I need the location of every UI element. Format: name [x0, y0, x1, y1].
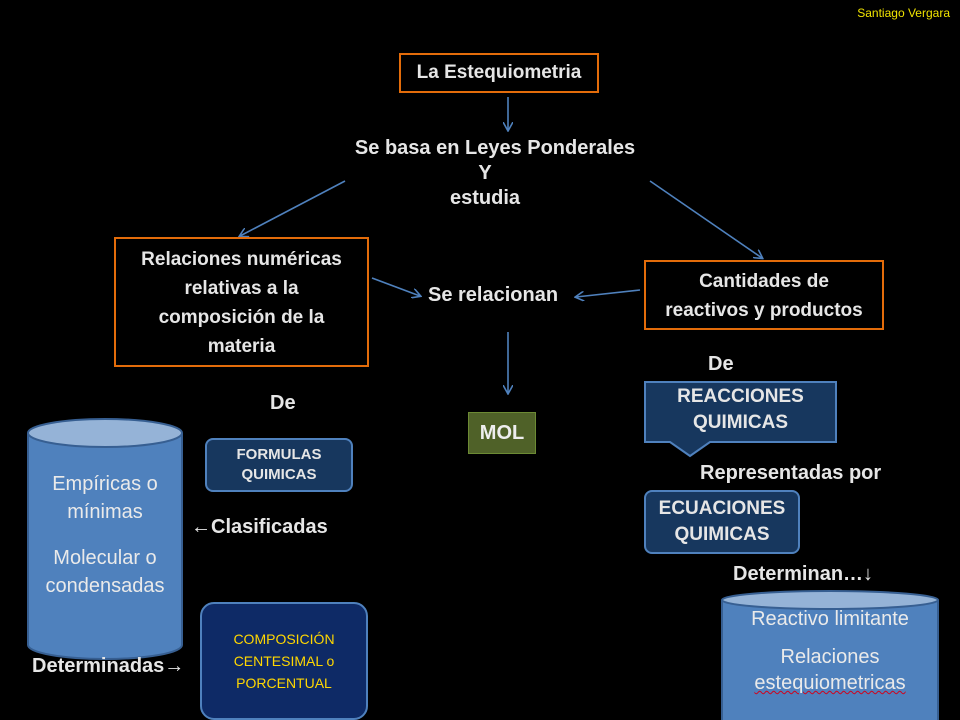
cyl-left-line-3: Molecular o — [53, 547, 157, 569]
relations-line-1: Relaciones numéricas — [141, 249, 342, 270]
cylinder-right-text: Reactivo limitante Relaciones estequiome… — [722, 606, 938, 696]
relations-box: Relaciones numéricas relativas a la comp… — [114, 237, 369, 367]
composicion-line-2: CENTESIMAL o — [233, 653, 335, 669]
cyl-right-line-2: Relaciones — [780, 646, 880, 668]
formulas-line-2: QUIMICAS — [241, 466, 317, 483]
composicion-box: COMPOSICIÓN CENTESIMAL o PORCENTUAL — [200, 602, 368, 720]
composicion-line-3: PORCENTUAL — [236, 675, 332, 691]
determinadas-label: Determinadas→ — [32, 655, 185, 677]
cylinder-right — [721, 590, 939, 720]
cyl-left-line-4: condensadas — [45, 575, 165, 597]
clasificadas-label: ←Clasificadas — [191, 516, 328, 538]
cylinder-left — [27, 418, 183, 660]
title-text: La Estequiometria — [416, 62, 582, 83]
ecuaciones-line-2: QUIMICAS — [674, 524, 770, 545]
relations-line-2: relativas a la — [184, 278, 299, 299]
representadas-label: Representadas por — [700, 462, 882, 484]
relations-line-4: materia — [207, 336, 276, 357]
formulas-line-1: FORMULAS — [236, 446, 322, 463]
basis-line-3: estudia — [449, 187, 521, 209]
arrow-basis-to-relations — [240, 180, 346, 236]
reacciones-line-2: QUIMICAS — [693, 412, 788, 433]
author-credit: Santiago Vergara — [857, 6, 950, 20]
title-box: La Estequiometria — [399, 53, 599, 93]
de-right-label: De — [708, 353, 734, 375]
basis-text: Se basa en Leyes Ponderales Y estudia — [320, 136, 670, 211]
quantities-line-1: Cantidades de — [699, 271, 829, 292]
se-relacionan-text: Se relacionan — [428, 284, 559, 306]
composicion-line-1: COMPOSICIÓN — [233, 631, 335, 647]
reacciones-line-1: REACCIONES — [677, 386, 804, 407]
arrow-quantities-to-center — [576, 289, 641, 297]
quantities-line-2: reactivos y productos — [665, 300, 863, 321]
reacciones-text: REACCIONES QUIMICAS — [645, 384, 836, 436]
ecuaciones-box: ECUACIONES QUIMICAS — [644, 490, 800, 554]
arrow-relations-to-center — [371, 277, 420, 296]
basis-line-2: Y — [478, 162, 492, 184]
de-left-label: De — [270, 392, 296, 414]
basis-line-1: Se basa en Leyes Ponderales — [354, 137, 636, 159]
arrow-basis-to-quantities — [649, 180, 762, 258]
cylinder-left-text: Empíricas o mínimas Molecular o condensa… — [30, 470, 180, 600]
cyl-left-line-2: mínimas — [67, 501, 143, 523]
mol-box: MOL — [468, 412, 536, 454]
ecuaciones-line-1: ECUACIONES — [658, 498, 786, 519]
cyl-left-line-1: Empíricas o — [52, 473, 158, 495]
reacciones-callout — [644, 381, 837, 458]
cyl-right-line-3: estequiometricas — [754, 672, 906, 694]
formulas-box: FORMULAS QUIMICAS — [205, 438, 353, 492]
quantities-box: Cantidades de reactivos y productos — [644, 260, 884, 330]
determinan-label: Determinan…↓ — [733, 563, 874, 585]
relations-line-3: composición de la — [158, 307, 325, 328]
cyl-right-line-1: Reactivo limitante — [751, 608, 909, 630]
